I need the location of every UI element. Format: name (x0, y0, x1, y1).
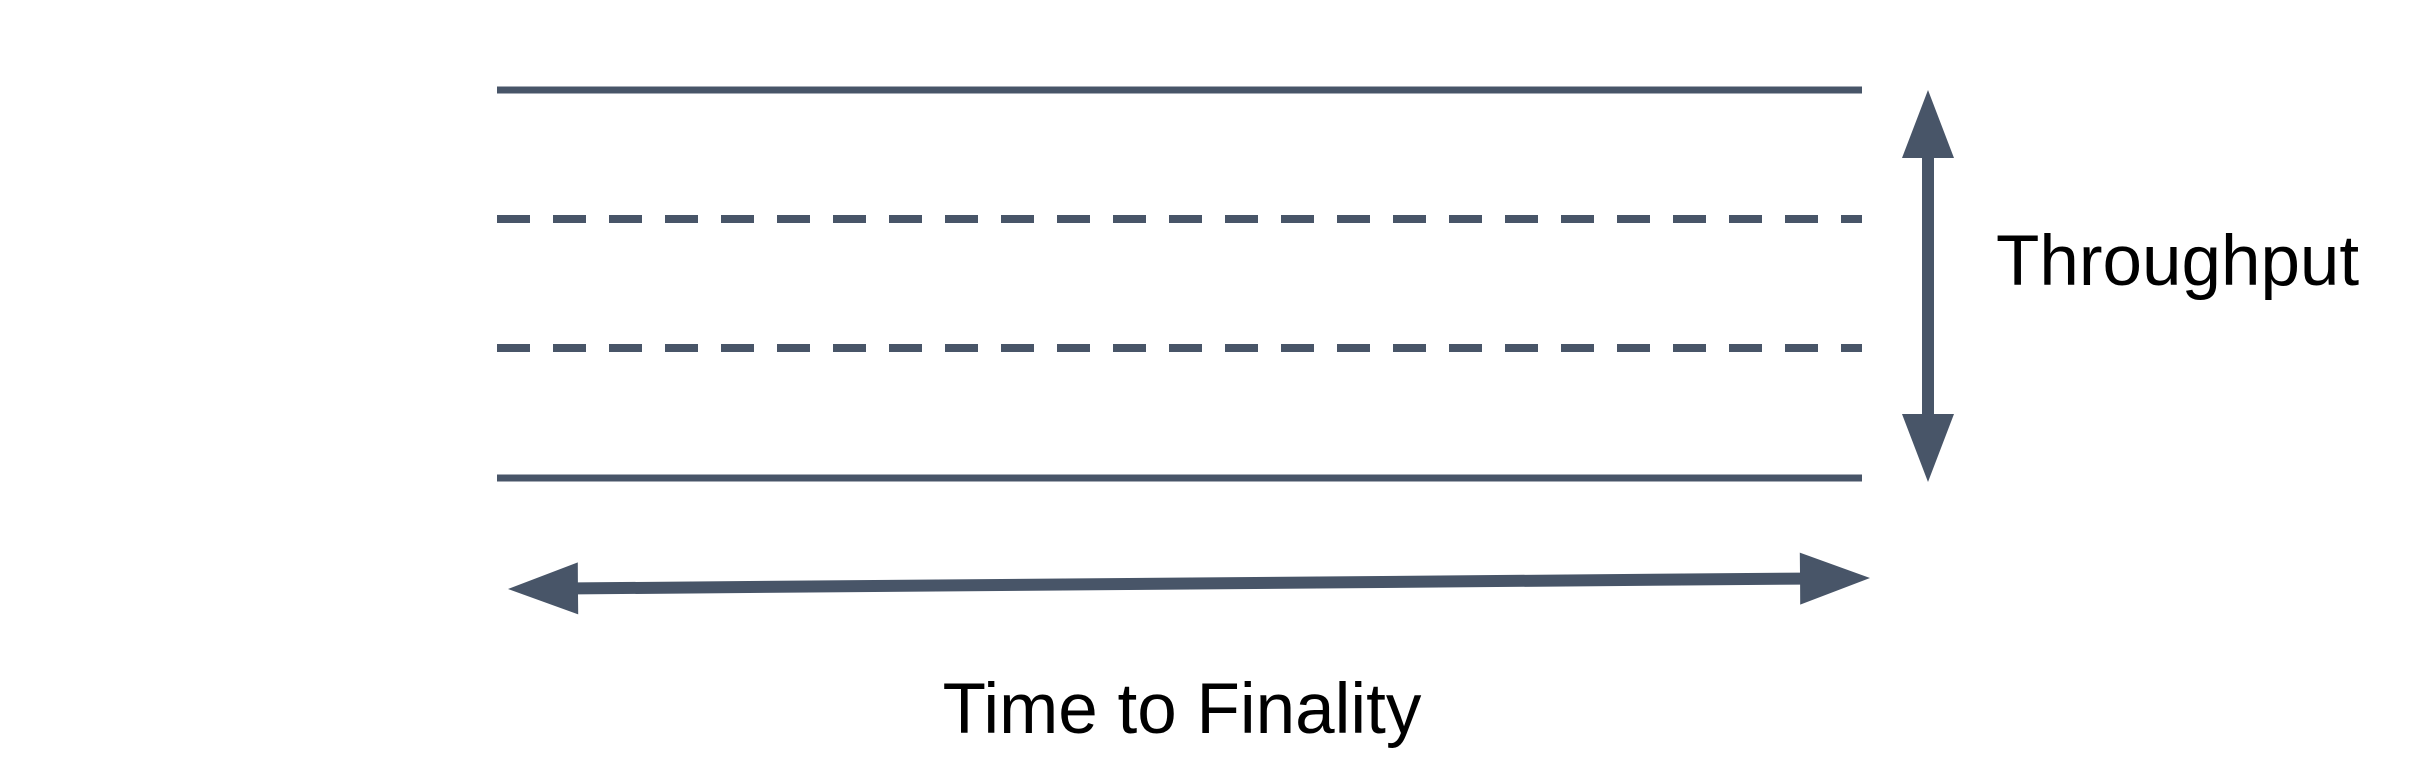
throughput-double-arrow (1902, 90, 1954, 482)
lane-lines-group (497, 86, 1862, 482)
throughput-label: Throughput (1996, 222, 2360, 301)
axis-arrows-group (508, 90, 1954, 615)
time-to-finality-double-arrow (508, 552, 1870, 615)
time-to-finality-label: Time to Finality (942, 670, 1422, 749)
